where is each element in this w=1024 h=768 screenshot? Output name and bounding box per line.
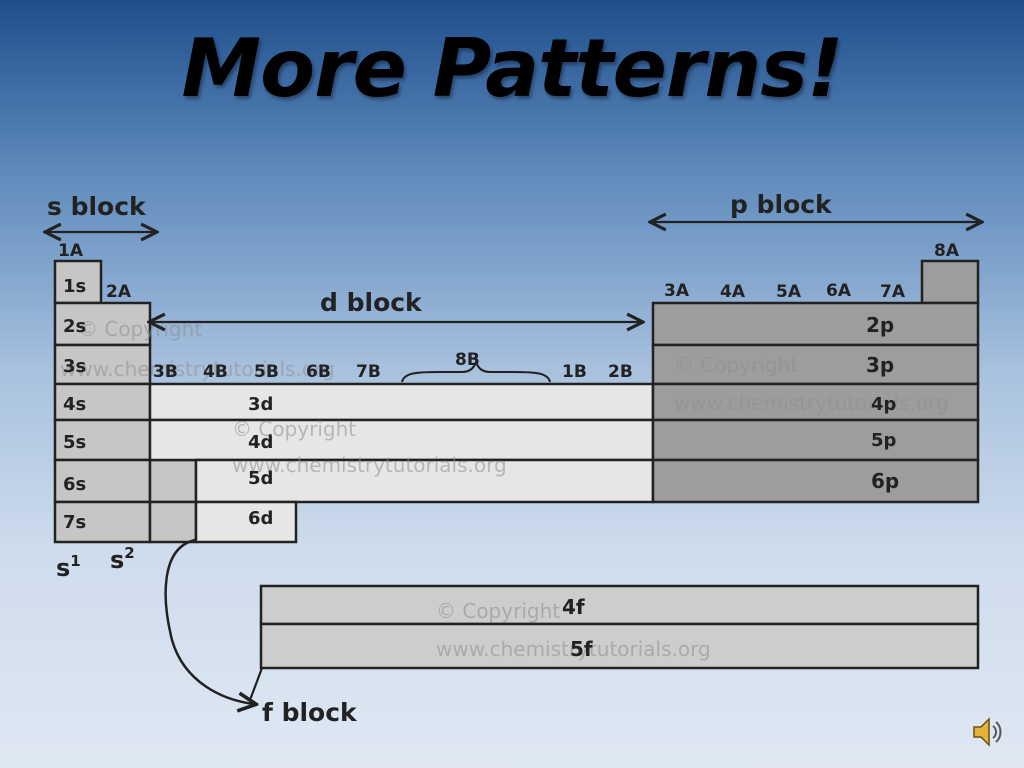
label-4f: 4f	[562, 595, 585, 619]
label-2s: 2s	[63, 316, 86, 337]
cell-6d	[194, 500, 298, 544]
label-6s: 6s	[63, 474, 86, 495]
f-stub-6	[148, 458, 198, 504]
p-block-label: p block	[730, 190, 833, 219]
label-4s: 4s	[63, 394, 86, 415]
cell-3s	[53, 343, 152, 386]
watermark-copyright: © Copyright	[78, 317, 202, 341]
label-5s: 5s	[63, 432, 86, 453]
group-5a: 5A	[776, 282, 802, 302]
cell-3p	[651, 343, 980, 386]
group-7b: 7B	[356, 362, 381, 382]
group-4b: 4B	[203, 362, 228, 382]
group-4a: 4A	[720, 282, 746, 302]
d-block	[148, 382, 655, 544]
label-1s: 1s	[63, 276, 86, 297]
cell-4p	[651, 382, 980, 422]
group-8b-brace	[401, 358, 551, 383]
group-7a: 7A	[880, 282, 906, 302]
label-3p: 3p	[866, 353, 894, 377]
cell-5d	[194, 458, 655, 504]
speaker-icon[interactable]	[970, 714, 1006, 750]
cell-8a-top	[920, 259, 980, 305]
group-5b: 5B	[254, 362, 279, 382]
f-block-label: f block	[262, 698, 358, 727]
cell-5p	[651, 418, 980, 462]
label-7s: 7s	[63, 512, 86, 533]
watermark-url: www.chemistrytutorials.org	[232, 453, 507, 477]
label-4d: 4d	[248, 432, 273, 453]
label-6d: 6d	[248, 508, 273, 529]
slide-title: More Patterns!	[181, 22, 844, 115]
watermark-url: www.chemistrytutorials.org	[60, 357, 335, 381]
label-4p: 4p	[871, 394, 897, 415]
label-5p: 5p	[871, 430, 897, 451]
p-block	[651, 259, 980, 504]
f-block	[259, 584, 980, 670]
f-stub-7	[148, 500, 198, 544]
watermark-url: www.chemistrytutorials.org	[436, 637, 711, 661]
cell-2s	[53, 301, 152, 347]
cell-2p	[651, 301, 980, 347]
f-block-arrow	[164, 538, 254, 704]
d-block-label: d block	[320, 288, 423, 317]
s-block-label: s block	[47, 192, 147, 221]
cell-5f	[259, 622, 980, 670]
group-2b: 2B	[608, 362, 633, 382]
label-5f: 5f	[570, 637, 593, 661]
group-6a: 6A	[826, 281, 852, 301]
cell-4f	[259, 584, 980, 626]
label-3d: 3d	[248, 394, 273, 415]
label-5d: 5d	[248, 468, 273, 489]
cell-3d	[148, 382, 655, 422]
group-2a: 2A	[106, 282, 132, 302]
group-3a: 3A	[664, 281, 690, 301]
cell-1s	[53, 259, 103, 305]
label-3s: 3s	[63, 356, 86, 377]
label-6p: 6p	[871, 469, 899, 493]
s1-label: s1	[56, 552, 81, 582]
s-block	[53, 259, 152, 544]
watermark-copyright: © Copyright	[674, 353, 798, 377]
cell-4d	[148, 418, 655, 462]
group-6b: 6B	[306, 362, 331, 382]
group-1a: 1A	[58, 241, 84, 261]
cell-6p	[651, 458, 980, 504]
group-8a: 8A	[934, 241, 960, 261]
watermark-copyright: © Copyright	[436, 599, 560, 623]
s2-label: s2	[110, 544, 135, 574]
watermark-copyright: © Copyright	[232, 417, 356, 441]
group-1b: 1B	[562, 362, 587, 382]
watermark-url: www.chemistrytutorials.org	[674, 391, 949, 415]
group-3b: 3B	[153, 362, 178, 382]
label-2p: 2p	[866, 313, 894, 337]
